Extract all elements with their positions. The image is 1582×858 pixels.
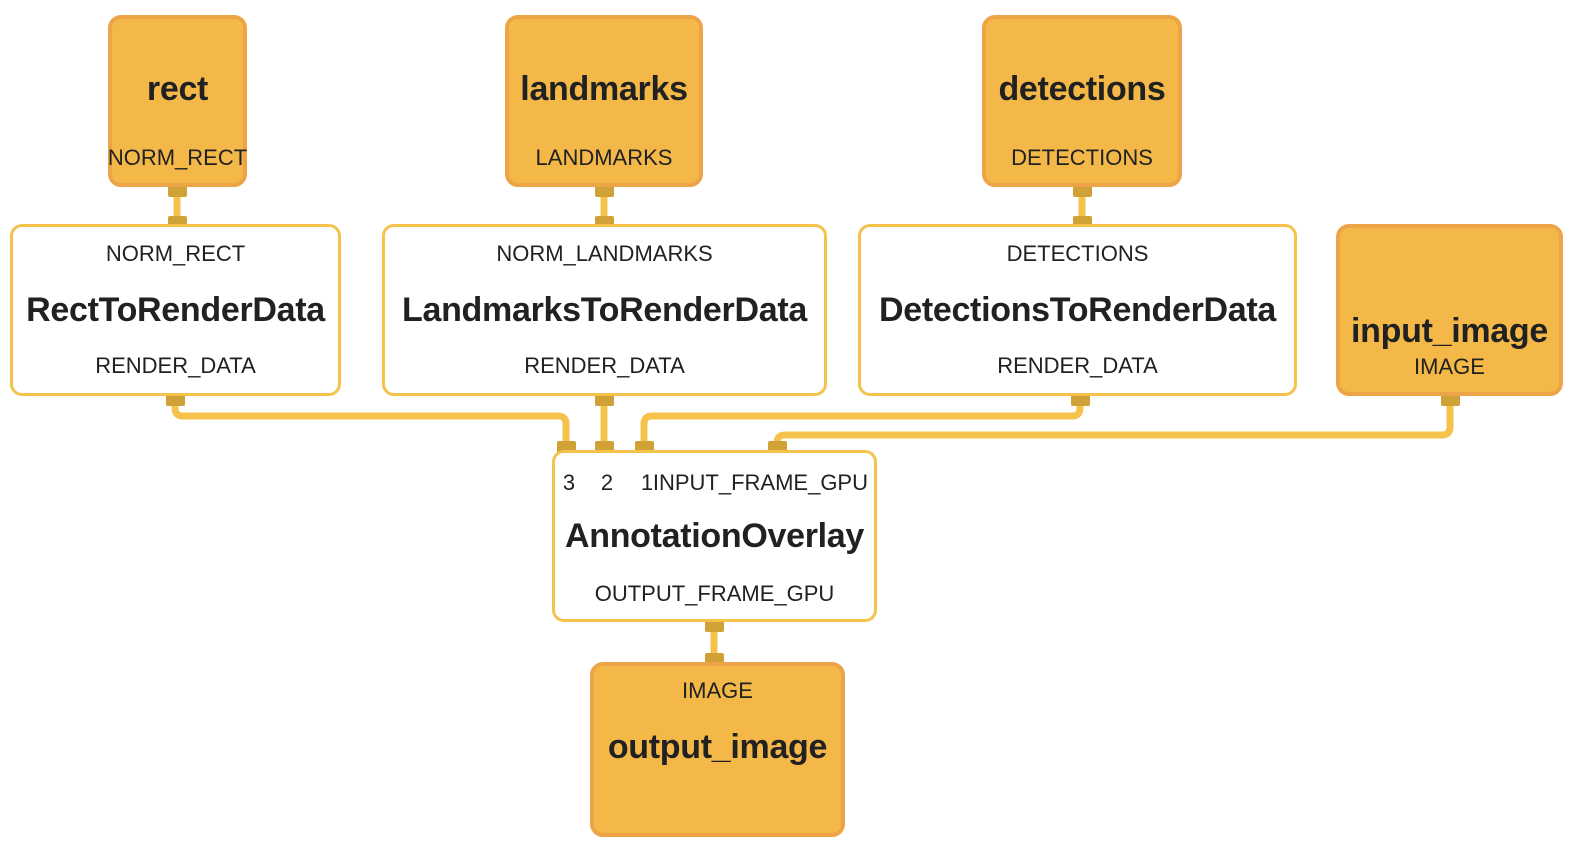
node-landmarks[interactable]: landmarks LANDMARKS (505, 15, 703, 187)
node-title: DetectionsToRenderData (878, 291, 1277, 329)
node-title-area: LandmarksToRenderData (402, 267, 807, 353)
node-rect-to-render-data[interactable]: NORM_RECT RectToRenderData RENDER_DATA (10, 224, 341, 396)
input-port-label: DETECTIONS (1006, 241, 1149, 266)
node-title-area: rect (147, 19, 208, 145)
input-port-label-1: 1 (640, 470, 654, 495)
output-port-label: LANDMARKS (535, 145, 673, 170)
output-port-label: RENDER_DATA (524, 353, 685, 378)
node-title-area: detections (998, 19, 1165, 145)
output-port-label: NORM_RECT (107, 145, 248, 170)
output-port-label: DETECTIONS (1011, 145, 1153, 170)
input-port-label-input-frame-gpu: INPUT_FRAME_GPU (652, 470, 868, 495)
node-title-area: RectToRenderData (26, 267, 325, 353)
node-input-image[interactable]: input_image IMAGE (1336, 224, 1563, 396)
node-output-image[interactable]: IMAGE output_image (590, 662, 845, 837)
node-title: AnnotationOverlay (564, 517, 865, 555)
output-port-label: IMAGE (1414, 354, 1485, 379)
node-rect[interactable]: rect NORM_RECT (108, 15, 247, 187)
node-title: RectToRenderData (26, 291, 325, 329)
edge-inputimage-to-overlay-inputframegpu (773, 396, 1454, 452)
node-annotation-overlay[interactable]: 3 2 1 INPUT_FRAME_GPU AnnotationOverlay … (552, 450, 877, 622)
node-title: output_image (607, 728, 828, 766)
node-title: rect (146, 70, 209, 108)
input-port-label: NORM_LANDMARKS (496, 241, 713, 266)
edge-recttorenderdata-to-overlay-port3 (171, 396, 570, 452)
node-landmarks-to-render-data[interactable]: NORM_LANDMARKS LandmarksToRenderData REN… (382, 224, 827, 396)
edge-detectionstorenderdata-to-overlay-port1 (640, 396, 1084, 452)
output-port-label: OUTPUT_FRAME_GPU (594, 581, 835, 606)
node-detections[interactable]: detections DETECTIONS (982, 15, 1182, 187)
input-port-label-3: 3 (562, 470, 576, 495)
output-port-label: RENDER_DATA (95, 353, 256, 378)
node-title: input_image (1351, 312, 1548, 350)
node-detections-to-render-data[interactable]: DETECTIONS DetectionsToRenderData RENDER… (858, 224, 1297, 396)
node-title-area: DetectionsToRenderData (879, 267, 1276, 353)
input-port-label: IMAGE (682, 678, 753, 703)
node-title: landmarks (520, 70, 688, 108)
input-port-label: NORM_RECT (105, 241, 246, 266)
output-port-label: RENDER_DATA (997, 353, 1158, 378)
input-port-label-2: 2 (600, 470, 614, 495)
node-title: LandmarksToRenderData (402, 291, 807, 329)
node-title-area: landmarks (520, 19, 688, 145)
node-title: detections (998, 70, 1166, 108)
